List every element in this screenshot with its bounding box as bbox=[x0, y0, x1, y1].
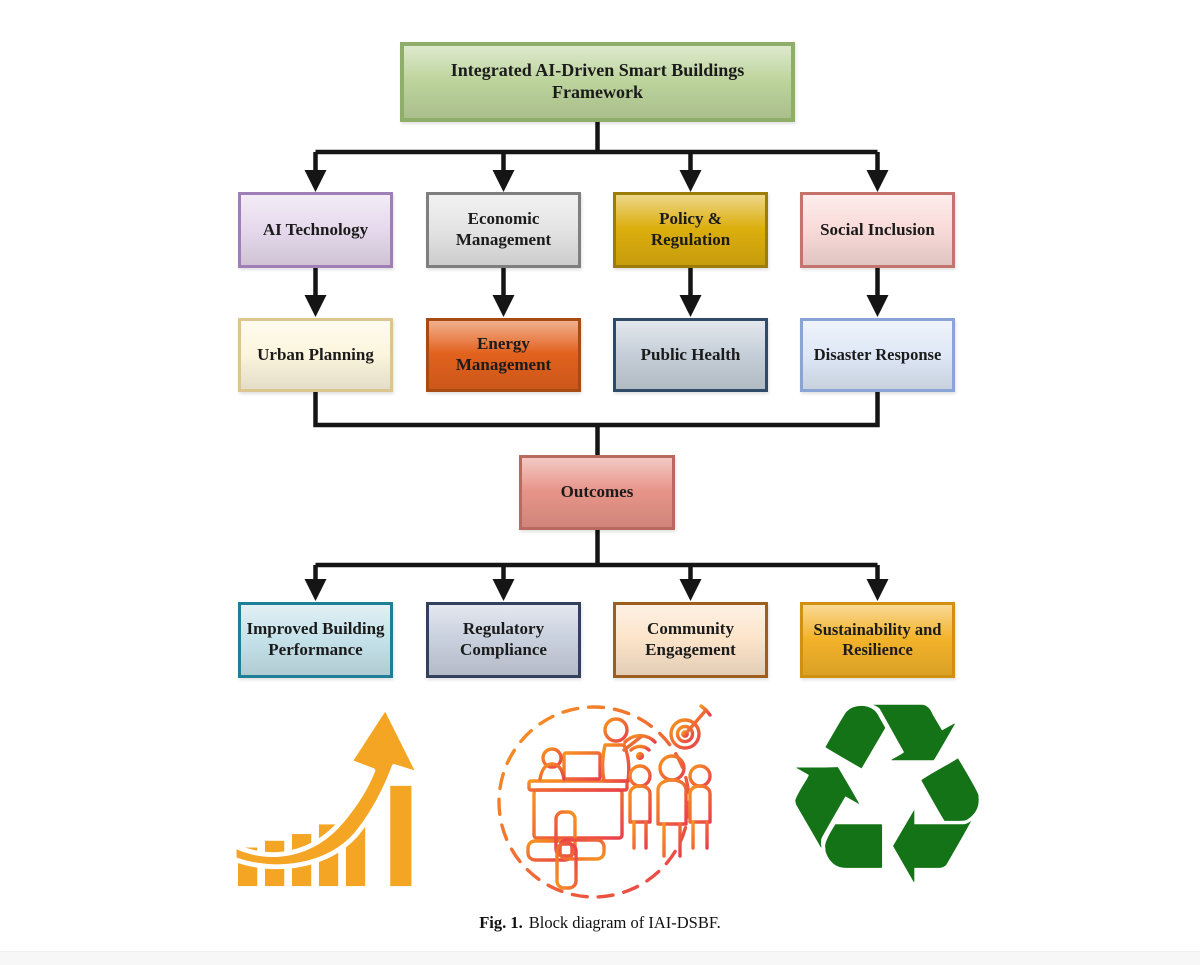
node-public-health: Public Health bbox=[613, 318, 768, 392]
node-ai-technology: AI Technology bbox=[238, 192, 393, 268]
node-social-inclusion: Social Inclusion bbox=[800, 192, 955, 268]
node-urban-planning: Urban Planning bbox=[238, 318, 393, 392]
recycling-icon: ♻ bbox=[774, 670, 1000, 922]
figure-caption-text: Block diagram of IAI-DSBF. bbox=[528, 913, 721, 932]
growth-chart-icon bbox=[233, 703, 428, 888]
node-disaster-response: Disaster Response bbox=[800, 318, 955, 392]
page-bottom-strip bbox=[0, 951, 1200, 965]
community-engagement-icon bbox=[492, 698, 712, 903]
node-policy-regulation: Policy & Regulation bbox=[613, 192, 768, 268]
node-outcomes-hub: Outcomes bbox=[519, 455, 675, 530]
recycling-glyph: ♻ bbox=[774, 649, 1000, 942]
node-energy-management: Energy Management bbox=[426, 318, 581, 392]
figure-caption-label: Fig. 1. bbox=[479, 913, 523, 932]
node-economic-management: Economic Management bbox=[426, 192, 581, 268]
node-root-framework: Integrated AI-Driven Smart Buildings Fra… bbox=[400, 42, 795, 122]
figure-caption: Fig. 1. Block diagram of IAI-DSBF. bbox=[0, 913, 1200, 933]
node-improved-building-performance: Improved Building Performance bbox=[238, 602, 393, 678]
node-sustainability-resilience: Sustainability and Resilience bbox=[800, 602, 955, 678]
node-community-engagement: Community Engagement bbox=[613, 602, 768, 678]
node-regulatory-compliance: Regulatory Compliance bbox=[426, 602, 581, 678]
